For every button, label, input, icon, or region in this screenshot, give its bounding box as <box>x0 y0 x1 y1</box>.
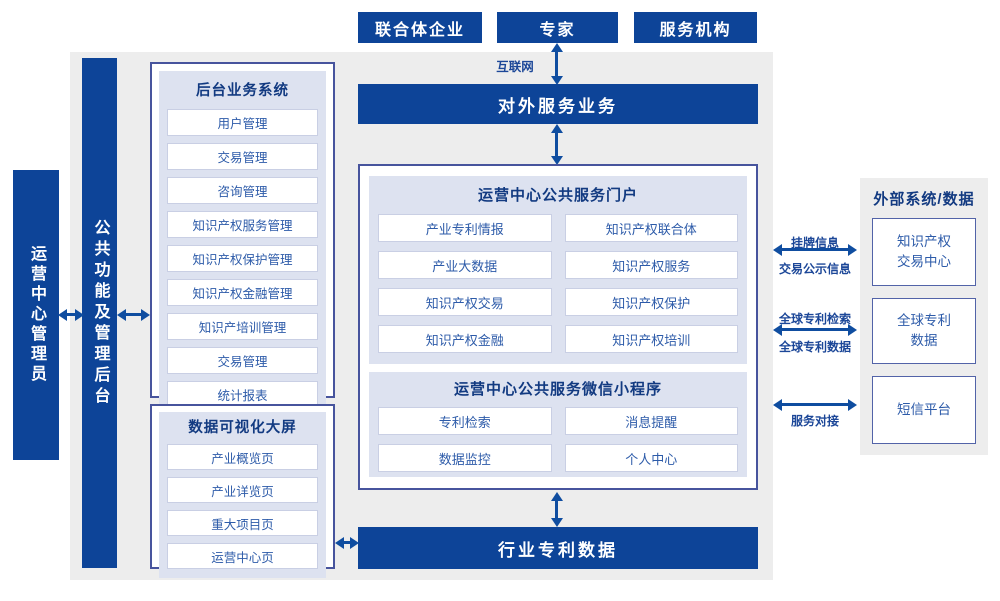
miniprogram-item: 个人中心 <box>564 444 738 472</box>
backend-item: 知识产权服务管理 <box>167 211 318 238</box>
actor-label: 联合体企业 <box>374 21 465 39</box>
arrow-portal-industry-icon <box>550 492 563 527</box>
portal-item: 知识产权交易 <box>378 288 552 316</box>
actor-consortium-enterprise: 联合体企业 <box>358 12 482 43</box>
dashboard-item: 产业概览页 <box>167 444 318 470</box>
backend-system-box: 后台业务系统 用户管理 交易管理 咨询管理 知识产权服务管理 知识产权保护管理 … <box>150 62 335 419</box>
link-label-trade-publicity: 交易公示信息 <box>778 262 851 276</box>
public-function-backend-bar: 公共功能及管理后台 <box>82 58 117 568</box>
external-service-label: 对外服务业务 <box>498 96 618 116</box>
external-system-ip-exchange: 知识产权 交易中心 <box>872 218 976 286</box>
link-label-global-patent-data: 全球专利数据 <box>778 340 851 354</box>
arrow-ip-exchange-icon <box>773 243 857 256</box>
arrow-global-patent-icon <box>773 323 857 336</box>
operation-center-admin: 运营中心管理员 <box>13 170 59 460</box>
miniprogram-panel: 运营中心公共服务微信小程序 专利检索 消息提醒 数据监控 个人中心 <box>369 372 747 477</box>
industry-data-bar: 行业专利数据 <box>358 527 758 569</box>
miniprogram-title: 运营中心公共服务微信小程序 <box>453 381 662 398</box>
external-title: 外部系统/数据 <box>873 191 975 208</box>
external-system-sms: 短信平台 <box>872 376 976 444</box>
actor-label: 服务机构 <box>659 21 732 39</box>
portal-item: 产业大数据 <box>378 251 552 279</box>
backend-item: 知识产权保护管理 <box>167 245 318 272</box>
actor-expert: 专家 <box>497 12 618 43</box>
internet-label: 互联网 <box>496 60 534 74</box>
external-system-global-patent: 全球专利 数据 <box>872 298 976 364</box>
backend-item: 知识产培训管理 <box>167 313 318 340</box>
actor-service-agency: 服务机构 <box>634 12 757 43</box>
backend-item: 用户管理 <box>167 109 318 136</box>
miniprogram-item: 消息提醒 <box>564 407 738 435</box>
portal-item: 知识产权服务 <box>564 251 738 279</box>
arrow-admin-backend-icon <box>58 308 84 321</box>
dashboard-title: 数据可视化大屏 <box>188 420 297 436</box>
external-service-bar: 对外服务业务 <box>358 84 758 124</box>
portal-item: 产业专利情报 <box>378 214 552 242</box>
portal-item: 知识产权保护 <box>564 288 738 316</box>
portal-panel: 运营中心公共服务门户 产业专利情报 知识产权联合体 产业大数据 知识产权服务 知… <box>369 176 747 364</box>
backend-item: 咨询管理 <box>167 177 318 204</box>
backend-item: 知识产权金融管理 <box>167 279 318 306</box>
portal-item: 知识产权联合体 <box>564 214 738 242</box>
arrow-sms-icon <box>773 398 857 411</box>
portal-box: 运营中心公共服务门户 产业专利情报 知识产权联合体 产业大数据 知识产权服务 知… <box>358 164 758 490</box>
portal-item: 知识产权培训 <box>564 325 738 353</box>
arrow-backend-system-icon <box>117 308 150 321</box>
portal-title: 运营中心公共服务门户 <box>477 187 638 204</box>
dashboard-item: 重大项目页 <box>167 510 318 536</box>
arrow-internet-icon <box>550 43 563 85</box>
miniprogram-item: 专利检索 <box>378 407 552 435</box>
arrow-bar-portal-icon <box>550 124 563 165</box>
backend-system-title: 后台业务系统 <box>196 83 289 99</box>
arrow-dashboard-industry-icon <box>335 536 359 549</box>
backend-item: 交易管理 <box>167 143 318 170</box>
portal-item: 知识产权金融 <box>378 325 552 353</box>
backend-item: 交易管理 <box>167 347 318 374</box>
dashboard-item: 产业详览页 <box>167 477 318 503</box>
link-label-listing-info: 挂牌信息 <box>790 236 839 250</box>
dashboard-item: 运营中心页 <box>167 543 318 569</box>
link-label-service-docking: 服务对接 <box>790 414 839 428</box>
backend-bar-label: 公共功能及管理后台 <box>91 218 109 408</box>
backend-item: 统计报表 <box>167 381 318 408</box>
external-panel: 外部系统/数据 知识产权 交易中心 全球专利 数据 短信平台 <box>860 178 988 455</box>
actor-label: 专家 <box>539 21 576 39</box>
industry-data-label: 行业专利数据 <box>498 540 618 560</box>
link-label-global-patent-search: 全球专利检索 <box>778 312 851 326</box>
admin-label: 运营中心管理员 <box>28 245 45 385</box>
dashboard-box: 数据可视化大屏 产业概览页 产业详览页 重大项目页 运营中心页 <box>150 404 335 578</box>
miniprogram-item: 数据监控 <box>378 444 552 472</box>
